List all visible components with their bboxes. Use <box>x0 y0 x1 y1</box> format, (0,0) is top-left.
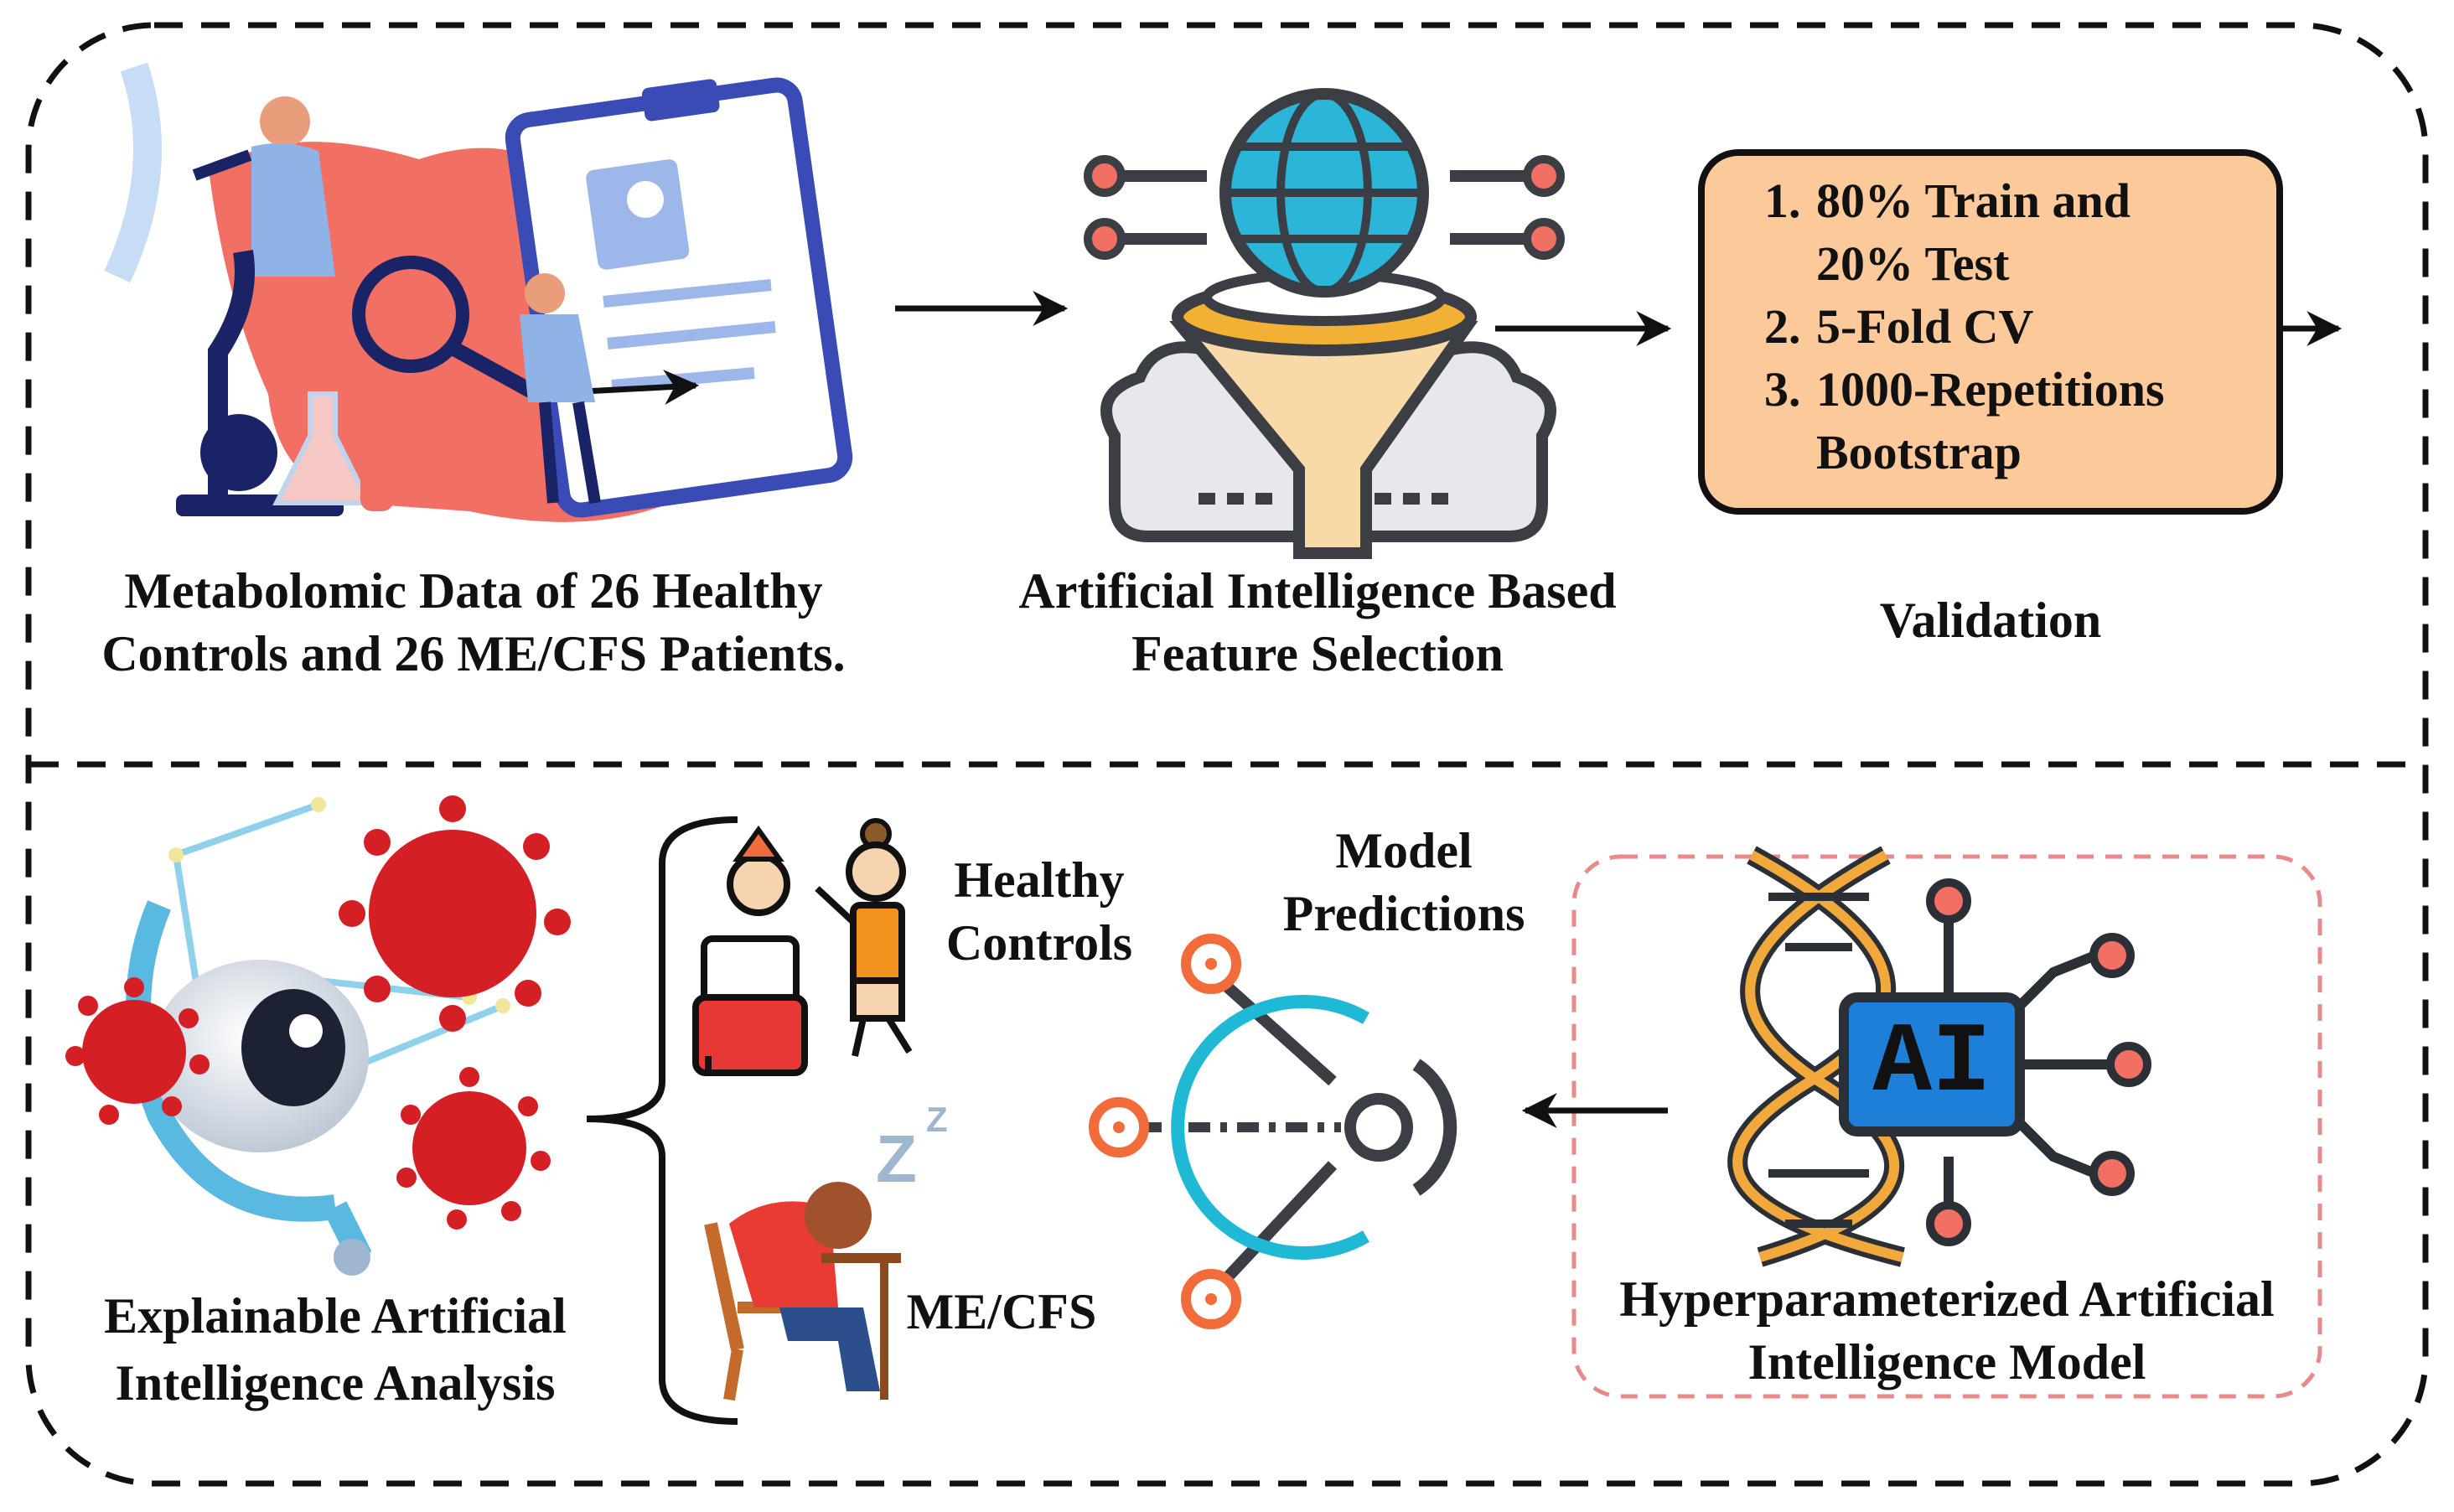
step-text: 5-Fold CV <box>1816 299 2034 354</box>
data-label-line2: Controls and 26 ME/CFS Patients. <box>101 626 845 681</box>
feature-label: Artificial Intelligence Based Feature Se… <box>1018 563 1616 681</box>
healthy-label-line1: Healthy <box>954 852 1124 908</box>
predictions-label-line1: Model <box>1335 823 1472 878</box>
virus-left <box>65 977 210 1125</box>
healthy-label-line2: Controls <box>946 915 1132 971</box>
healthy-controls-icon <box>692 818 913 1076</box>
ai-model-icon: AI <box>1727 846 2151 1267</box>
mecfs-patient-icon: Z Z <box>704 1100 948 1401</box>
sleep-z-large: Z <box>876 1121 917 1196</box>
virus-large <box>339 795 571 1032</box>
predictions-label: Model Predictions <box>1283 823 1525 941</box>
xai-label-line1: Explainable Artificial <box>104 1288 567 1344</box>
class-bracket <box>586 816 738 1425</box>
step-number: 2. <box>1764 299 1801 354</box>
data-label: Metabolomic Data of 26 Healthy Controls … <box>101 563 845 681</box>
xai-label: Explainable Artificial Intelligence Anal… <box>104 1288 567 1411</box>
step-text-cont: 20% Test <box>1816 236 2010 291</box>
ai-chip <box>1839 992 2025 1137</box>
feature-selection-icon <box>1084 88 1565 559</box>
metabolomic-data-illustration <box>104 62 853 522</box>
validation-step-3: 3. 1000-Repetitions Bootstrap <box>1764 358 2234 484</box>
sleep-z-small: Z <box>926 1100 948 1139</box>
validation-step-1: 1. 80% Train and 20% Test <box>1764 169 2234 295</box>
step-text: 80% Train and <box>1816 173 2130 228</box>
magnifier-lens <box>352 256 469 373</box>
xai-illustration <box>65 795 571 1276</box>
data-label-line1: Metabolomic Data of 26 Healthy <box>124 563 822 619</box>
ai-chip-text: AI <box>1872 1008 1991 1120</box>
model-label-line1: Hyperparameterized Artificial <box>1619 1271 2274 1327</box>
step-number: 1. <box>1764 173 1801 228</box>
feature-label-line1: Artificial Intelligence Based <box>1018 563 1616 619</box>
validation-caption: Validation <box>1880 593 2102 648</box>
prediction-target-icon <box>1089 934 1457 1329</box>
step-number: 3. <box>1764 362 1801 417</box>
predictions-label-line2: Predictions <box>1283 886 1525 941</box>
model-dashed-box <box>1571 854 2322 1399</box>
model-label-line2: Intelligence Model <box>1748 1334 2146 1390</box>
xai-label-line2: Intelligence Analysis <box>115 1355 555 1411</box>
model-label: Hyperparameterized Artificial Intelligen… <box>1619 1271 2274 1390</box>
healthy-label: Healthy Controls <box>946 852 1132 971</box>
step-text-cont: Bootstrap <box>1816 425 2022 479</box>
validation-steps: 1. 80% Train and 20% Test 2. 5-Fold CV 3. 1… <box>1764 169 2250 484</box>
virus-bottom <box>396 1067 551 1230</box>
mecfs-label: ME/CFS <box>907 1284 1097 1339</box>
validation-step-2: 2. 5-Fold CV <box>1764 295 2234 358</box>
validation-box <box>1698 149 2283 515</box>
step-text: 1000-Repetitions <box>1816 362 2165 417</box>
feature-label-line2: Feature Selection <box>1131 626 1504 681</box>
